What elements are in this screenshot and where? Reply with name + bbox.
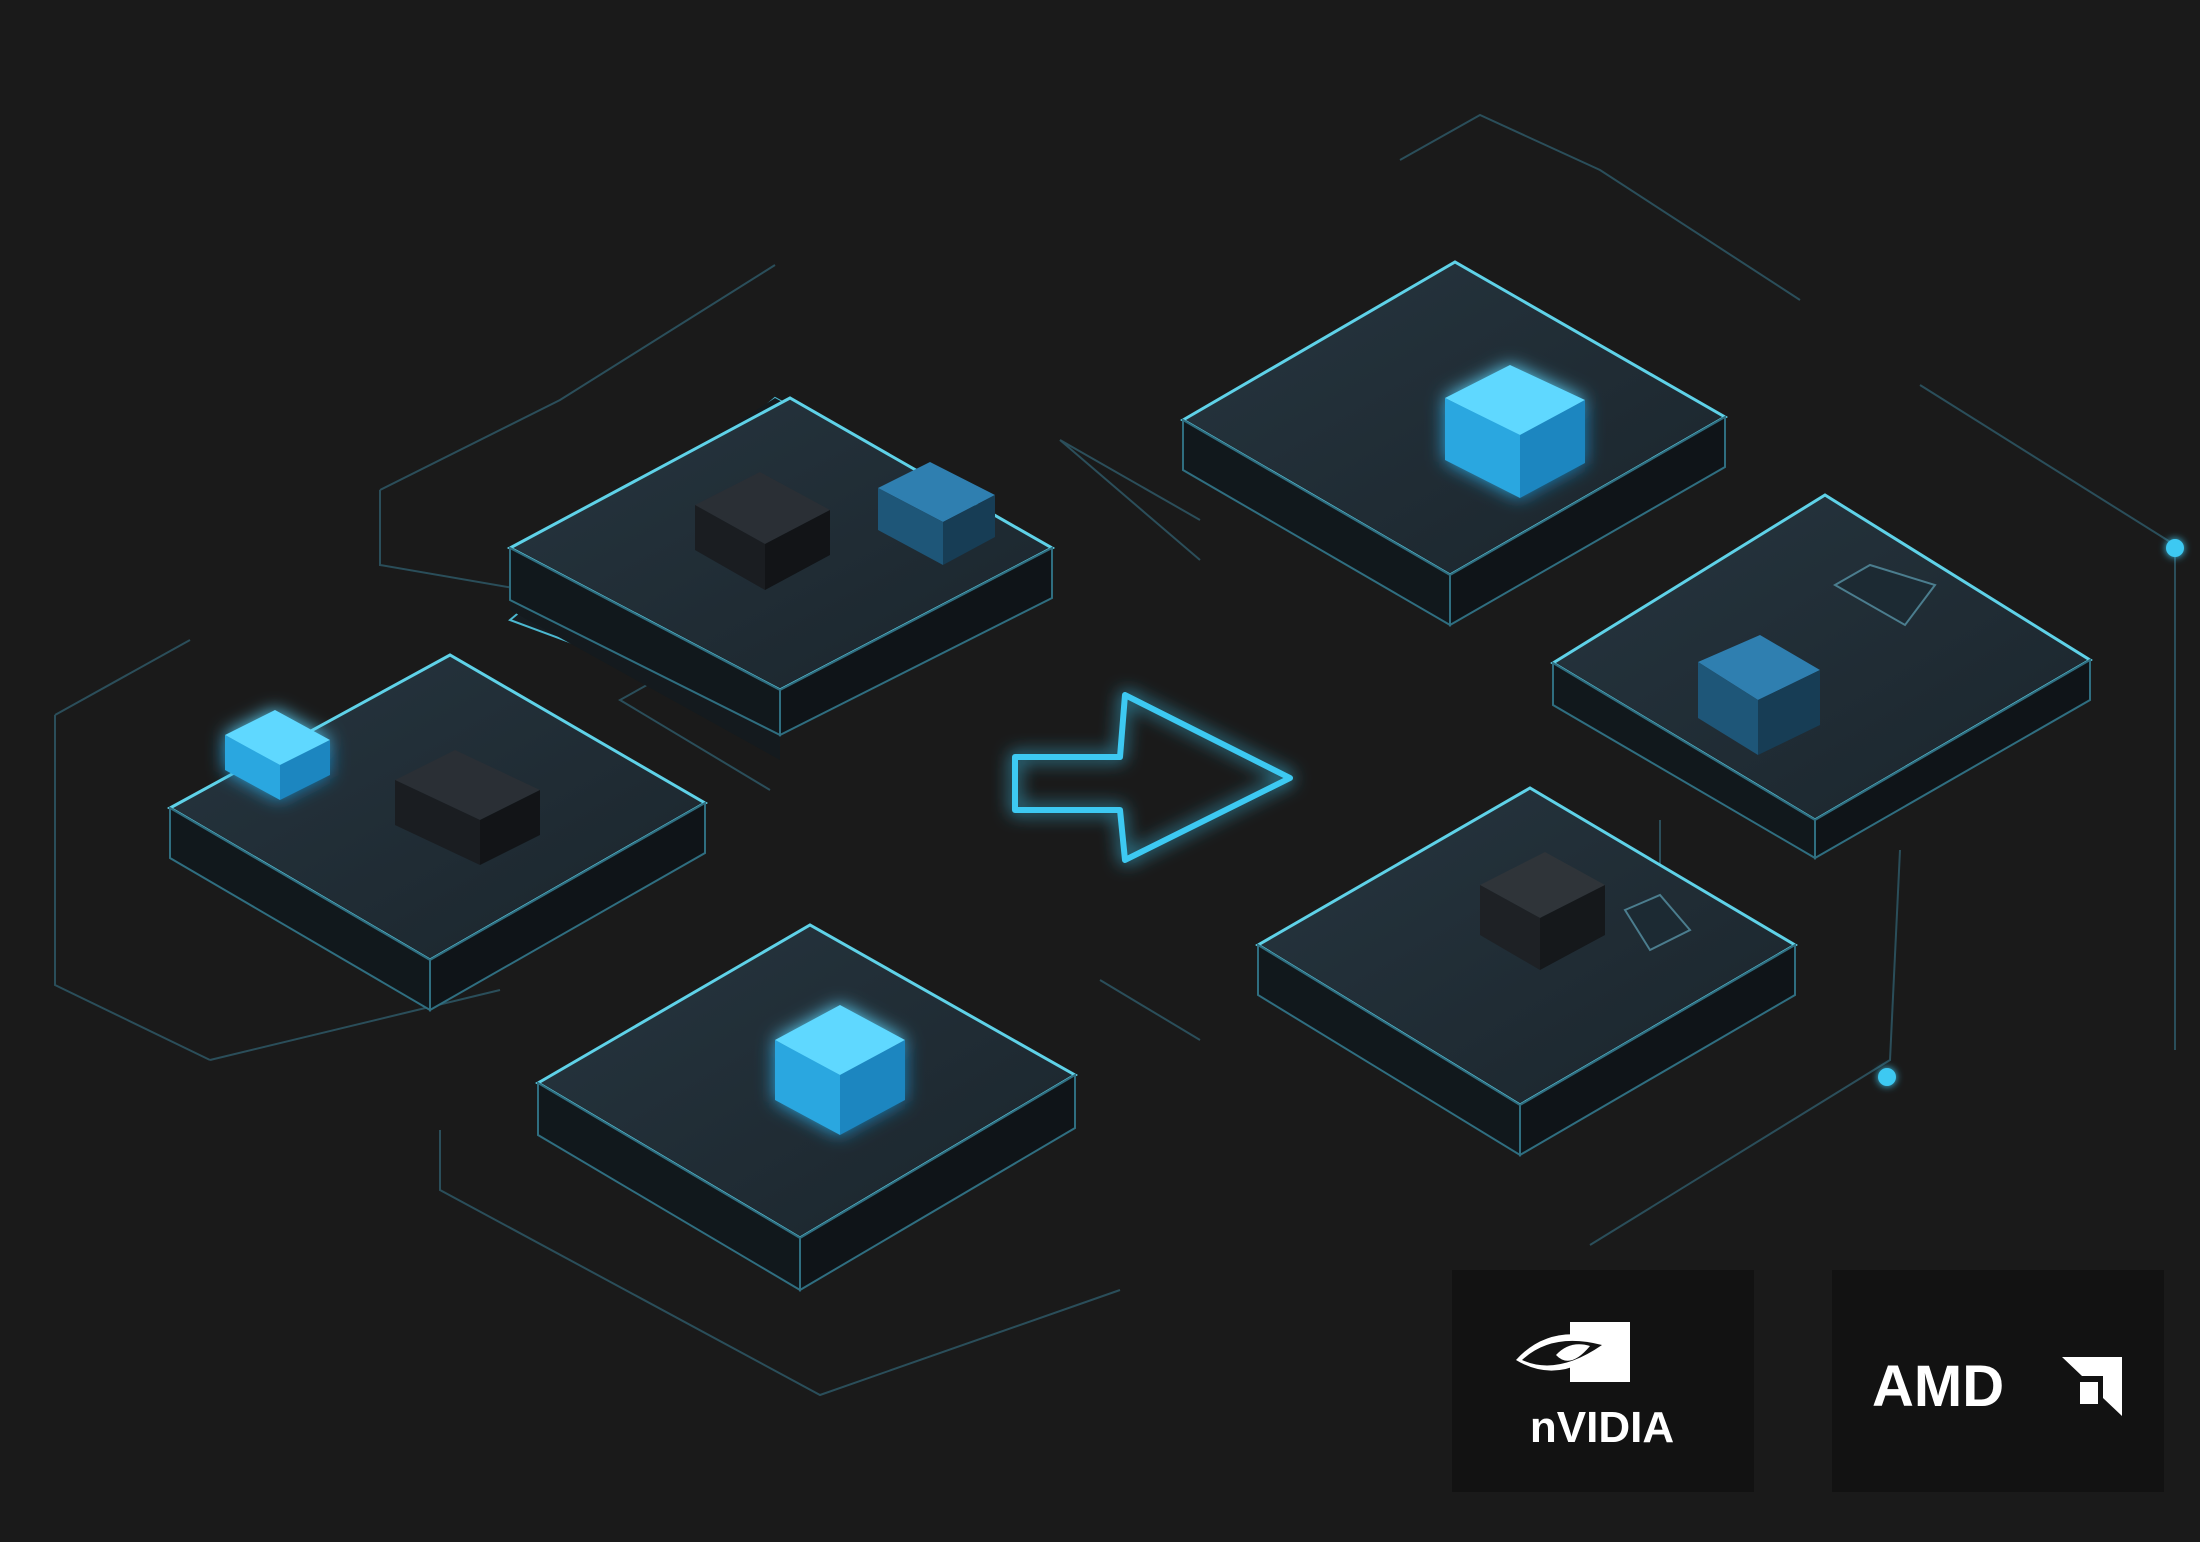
platform-bottom-right	[1255, 786, 1798, 1157]
platform-right	[1550, 493, 2093, 860]
connector-dot-icon	[1878, 1068, 1896, 1086]
connector	[1623, 893, 1692, 952]
nvidia-wordmark: nVIDIA	[1530, 1403, 1674, 1452]
nvidia-logo-card: nVIDIA	[1452, 1270, 1754, 1492]
amd-logo: AMD	[1872, 1354, 2122, 1419]
connector	[1832, 563, 1937, 627]
blue-chip	[1698, 635, 1820, 755]
platform-bottom-left	[535, 923, 1078, 1292]
amd-arrow-icon	[2062, 1357, 2122, 1416]
connector-dot-icon	[2166, 539, 2184, 557]
arrow-right-icon	[1012, 692, 1293, 863]
connector-dots	[1878, 539, 2184, 1086]
platform-left	[166, 653, 709, 1012]
platform-top-right	[1180, 260, 1729, 627]
glowing-cube	[225, 710, 330, 800]
dark-cube	[1480, 852, 1605, 970]
platform-top-left	[506, 396, 1056, 760]
amd-logo-card: AMD	[1832, 1270, 2164, 1492]
circuit-lines	[54, 113, 2176, 1397]
glowing-cube	[1445, 365, 1585, 498]
nvidia-eye-icon	[1516, 1322, 1630, 1382]
nvidia-logo: nVIDIA	[1516, 1322, 1674, 1452]
amd-wordmark: AMD	[1872, 1354, 2004, 1419]
dark-cube	[395, 750, 540, 865]
glowing-cube	[775, 1005, 905, 1135]
blue-chip	[878, 462, 995, 565]
dark-cube	[695, 472, 830, 590]
